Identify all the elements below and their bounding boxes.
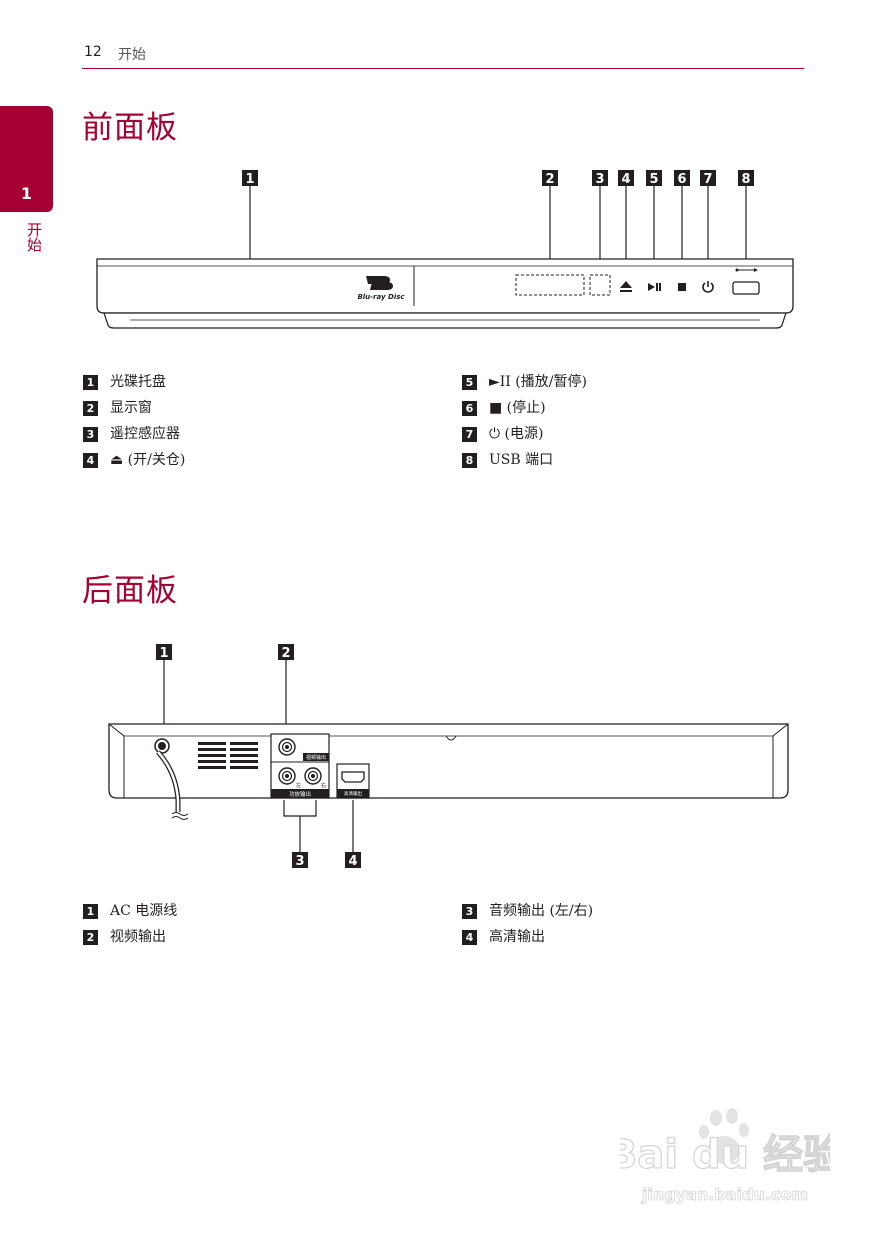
front-callout-5: 5	[646, 170, 662, 187]
vent-grille	[198, 742, 258, 769]
svg-text:7: 7	[703, 172, 712, 187]
usb-port	[732, 281, 760, 295]
page-number: 12	[84, 44, 102, 60]
svg-text:1: 1	[159, 646, 168, 661]
av-output-block: 视频输出 左 右 功放输出	[270, 733, 330, 799]
front-callout-6: 6	[674, 170, 690, 187]
hdmi-port	[341, 771, 365, 783]
svg-text:Blu-ray Disc: Blu-ray Disc	[357, 293, 405, 301]
legend-item: 5►II (播放/暂停)	[462, 373, 587, 391]
chapter-side-label: 开始	[25, 222, 43, 252]
header-rule	[82, 68, 804, 69]
svg-text:左: 左	[296, 782, 301, 789]
display-window	[515, 274, 585, 296]
front-callout-3: 3	[592, 170, 608, 187]
svg-text:1: 1	[245, 172, 254, 187]
svg-text:右: 右	[321, 782, 326, 789]
svg-text:高清输出: 高清输出	[344, 790, 362, 797]
power-cord	[154, 738, 189, 820]
svg-text:8: 8	[741, 172, 750, 187]
rear-callout-2: 2	[278, 644, 294, 661]
svg-text:2: 2	[281, 646, 290, 661]
svg-text:4: 4	[621, 172, 630, 187]
svg-text:Bai du 经验: Bai du 经验	[620, 1132, 830, 1178]
legend-item: 6■ (停止)	[462, 399, 546, 417]
front-device-body: Blu-ray Disc	[96, 258, 794, 329]
legend-item: 4⏏ (开/关仓)	[83, 451, 185, 469]
svg-text:5: 5	[649, 172, 658, 187]
bluray-logo-icon: Blu-ray Disc	[357, 276, 405, 301]
front-panel-title: 前面板	[82, 110, 178, 146]
front-callout-8: 8	[738, 170, 754, 187]
audio-left-jack	[278, 767, 296, 785]
svg-text:视频输出: 视频输出	[306, 754, 326, 761]
svg-text:4: 4	[348, 854, 357, 869]
rear-callout-4: 4	[345, 852, 361, 869]
rear-panel-diagram: 1 2 3 4 视频输出	[108, 644, 789, 869]
svg-text:jingyan.baidu.com: jingyan.baidu.com	[641, 1185, 808, 1204]
baidu-watermark: Bai du 经验 jingyan.baidu.com	[620, 1108, 830, 1204]
hdmi-output-block: 高清输出	[336, 763, 370, 799]
legend-item: 7⏻ (电源)	[462, 425, 543, 443]
front-callout-7: 7	[700, 170, 716, 187]
svg-text:3: 3	[295, 854, 304, 869]
power-icon	[702, 281, 714, 293]
rear-panel-title: 后面板	[82, 573, 178, 609]
paw-icon	[699, 1108, 749, 1164]
front-panel-diagram: 1 2 3 4 5 6 7 8 Blu-ray Disc	[96, 170, 794, 329]
rear-callout-3: 3	[292, 852, 308, 869]
running-header-title: 开始	[118, 47, 146, 63]
svg-text:3: 3	[595, 172, 604, 187]
front-callout-1: 1	[242, 170, 258, 187]
stop-icon	[678, 283, 686, 291]
svg-text:功放输出: 功放输出	[289, 790, 311, 798]
play-pause-icon	[648, 283, 661, 291]
svg-text:2: 2	[545, 172, 554, 187]
audio-right-jack	[304, 767, 322, 785]
eject-icon	[620, 281, 632, 292]
chapter-number: 1	[20, 184, 33, 203]
remote-sensor	[589, 274, 611, 296]
front-callout-2: 2	[542, 170, 558, 187]
svg-text:6: 6	[677, 172, 686, 187]
video-jack	[278, 738, 296, 756]
rear-callout-1: 1	[156, 644, 172, 661]
front-callout-4: 4	[618, 170, 634, 187]
chapter-tab	[0, 106, 53, 212]
usb-icon	[735, 268, 758, 272]
